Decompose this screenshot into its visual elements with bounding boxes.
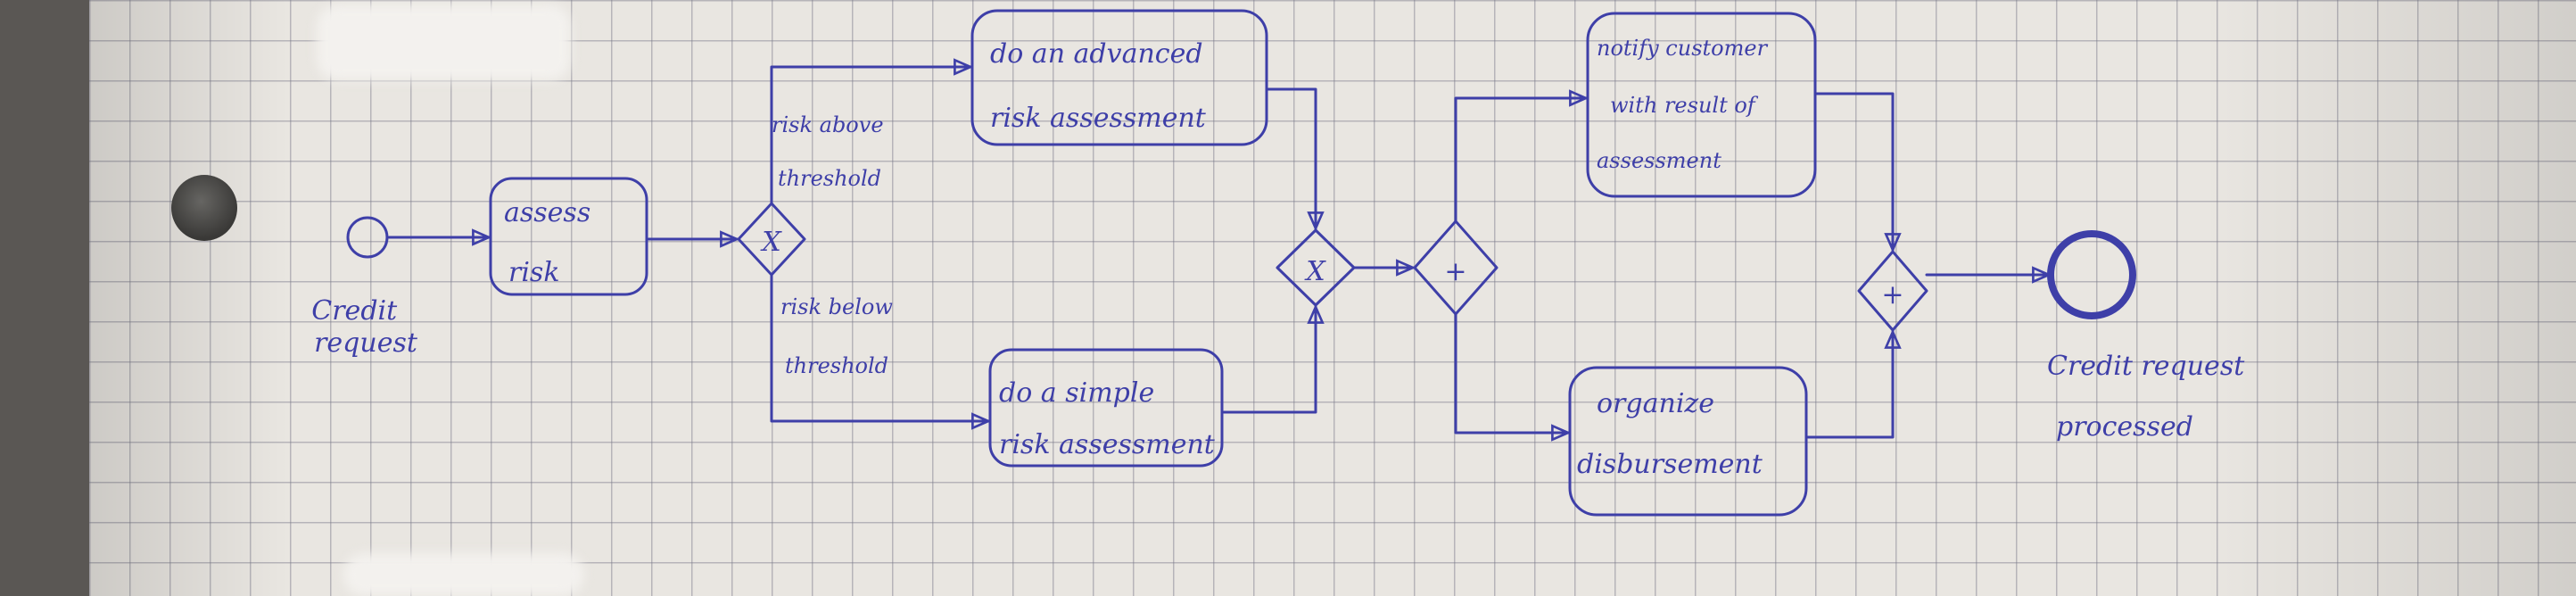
task-advanced-risk xyxy=(970,9,1268,146)
task-advanced-risk-label: do an advanced risk assessment xyxy=(990,38,1211,134)
flow-label-below-threshold: risk below threshold xyxy=(780,294,900,378)
flow-parallel-to-notify xyxy=(1454,98,1586,223)
flow-above-threshold xyxy=(770,67,970,205)
end-event-label: Credit request processed xyxy=(2047,351,2253,443)
gateway-parallel-split-symbol: + xyxy=(1444,256,1466,287)
flow-simple-to-join xyxy=(1222,307,1316,414)
task-simple-risk xyxy=(988,348,1224,468)
graph-paper xyxy=(89,0,2576,596)
gateway-exclusive-join-symbol: X xyxy=(1304,256,1326,287)
start-event xyxy=(346,216,389,259)
gateway-parallel-join-symbol: + xyxy=(1881,279,1903,310)
gateway-exclusive-split-symbol: X xyxy=(760,227,782,258)
task-assess-risk-label: assess risk xyxy=(504,197,599,288)
blurred-region xyxy=(317,4,571,80)
blurred-region xyxy=(343,553,584,596)
task-simple-risk-label: do a simple risk assessment xyxy=(999,377,1216,460)
flow-notify-to-join xyxy=(1813,92,1893,250)
flow-parallel-to-organize xyxy=(1454,312,1568,433)
task-organize-disbursement-label: organize disbursement xyxy=(1577,388,1763,480)
end-event xyxy=(2047,230,2136,319)
start-event-label: Credit request xyxy=(311,295,418,359)
flow-advanced-to-join xyxy=(1265,87,1316,228)
task-notify-customer-label: notify customer with result of assessmen… xyxy=(1597,36,1774,173)
flow-label-above-threshold: risk above threshold xyxy=(772,112,890,191)
flow-below-threshold xyxy=(770,273,988,421)
flow-organize-to-join xyxy=(1804,332,1893,439)
punch-hole xyxy=(171,175,237,241)
